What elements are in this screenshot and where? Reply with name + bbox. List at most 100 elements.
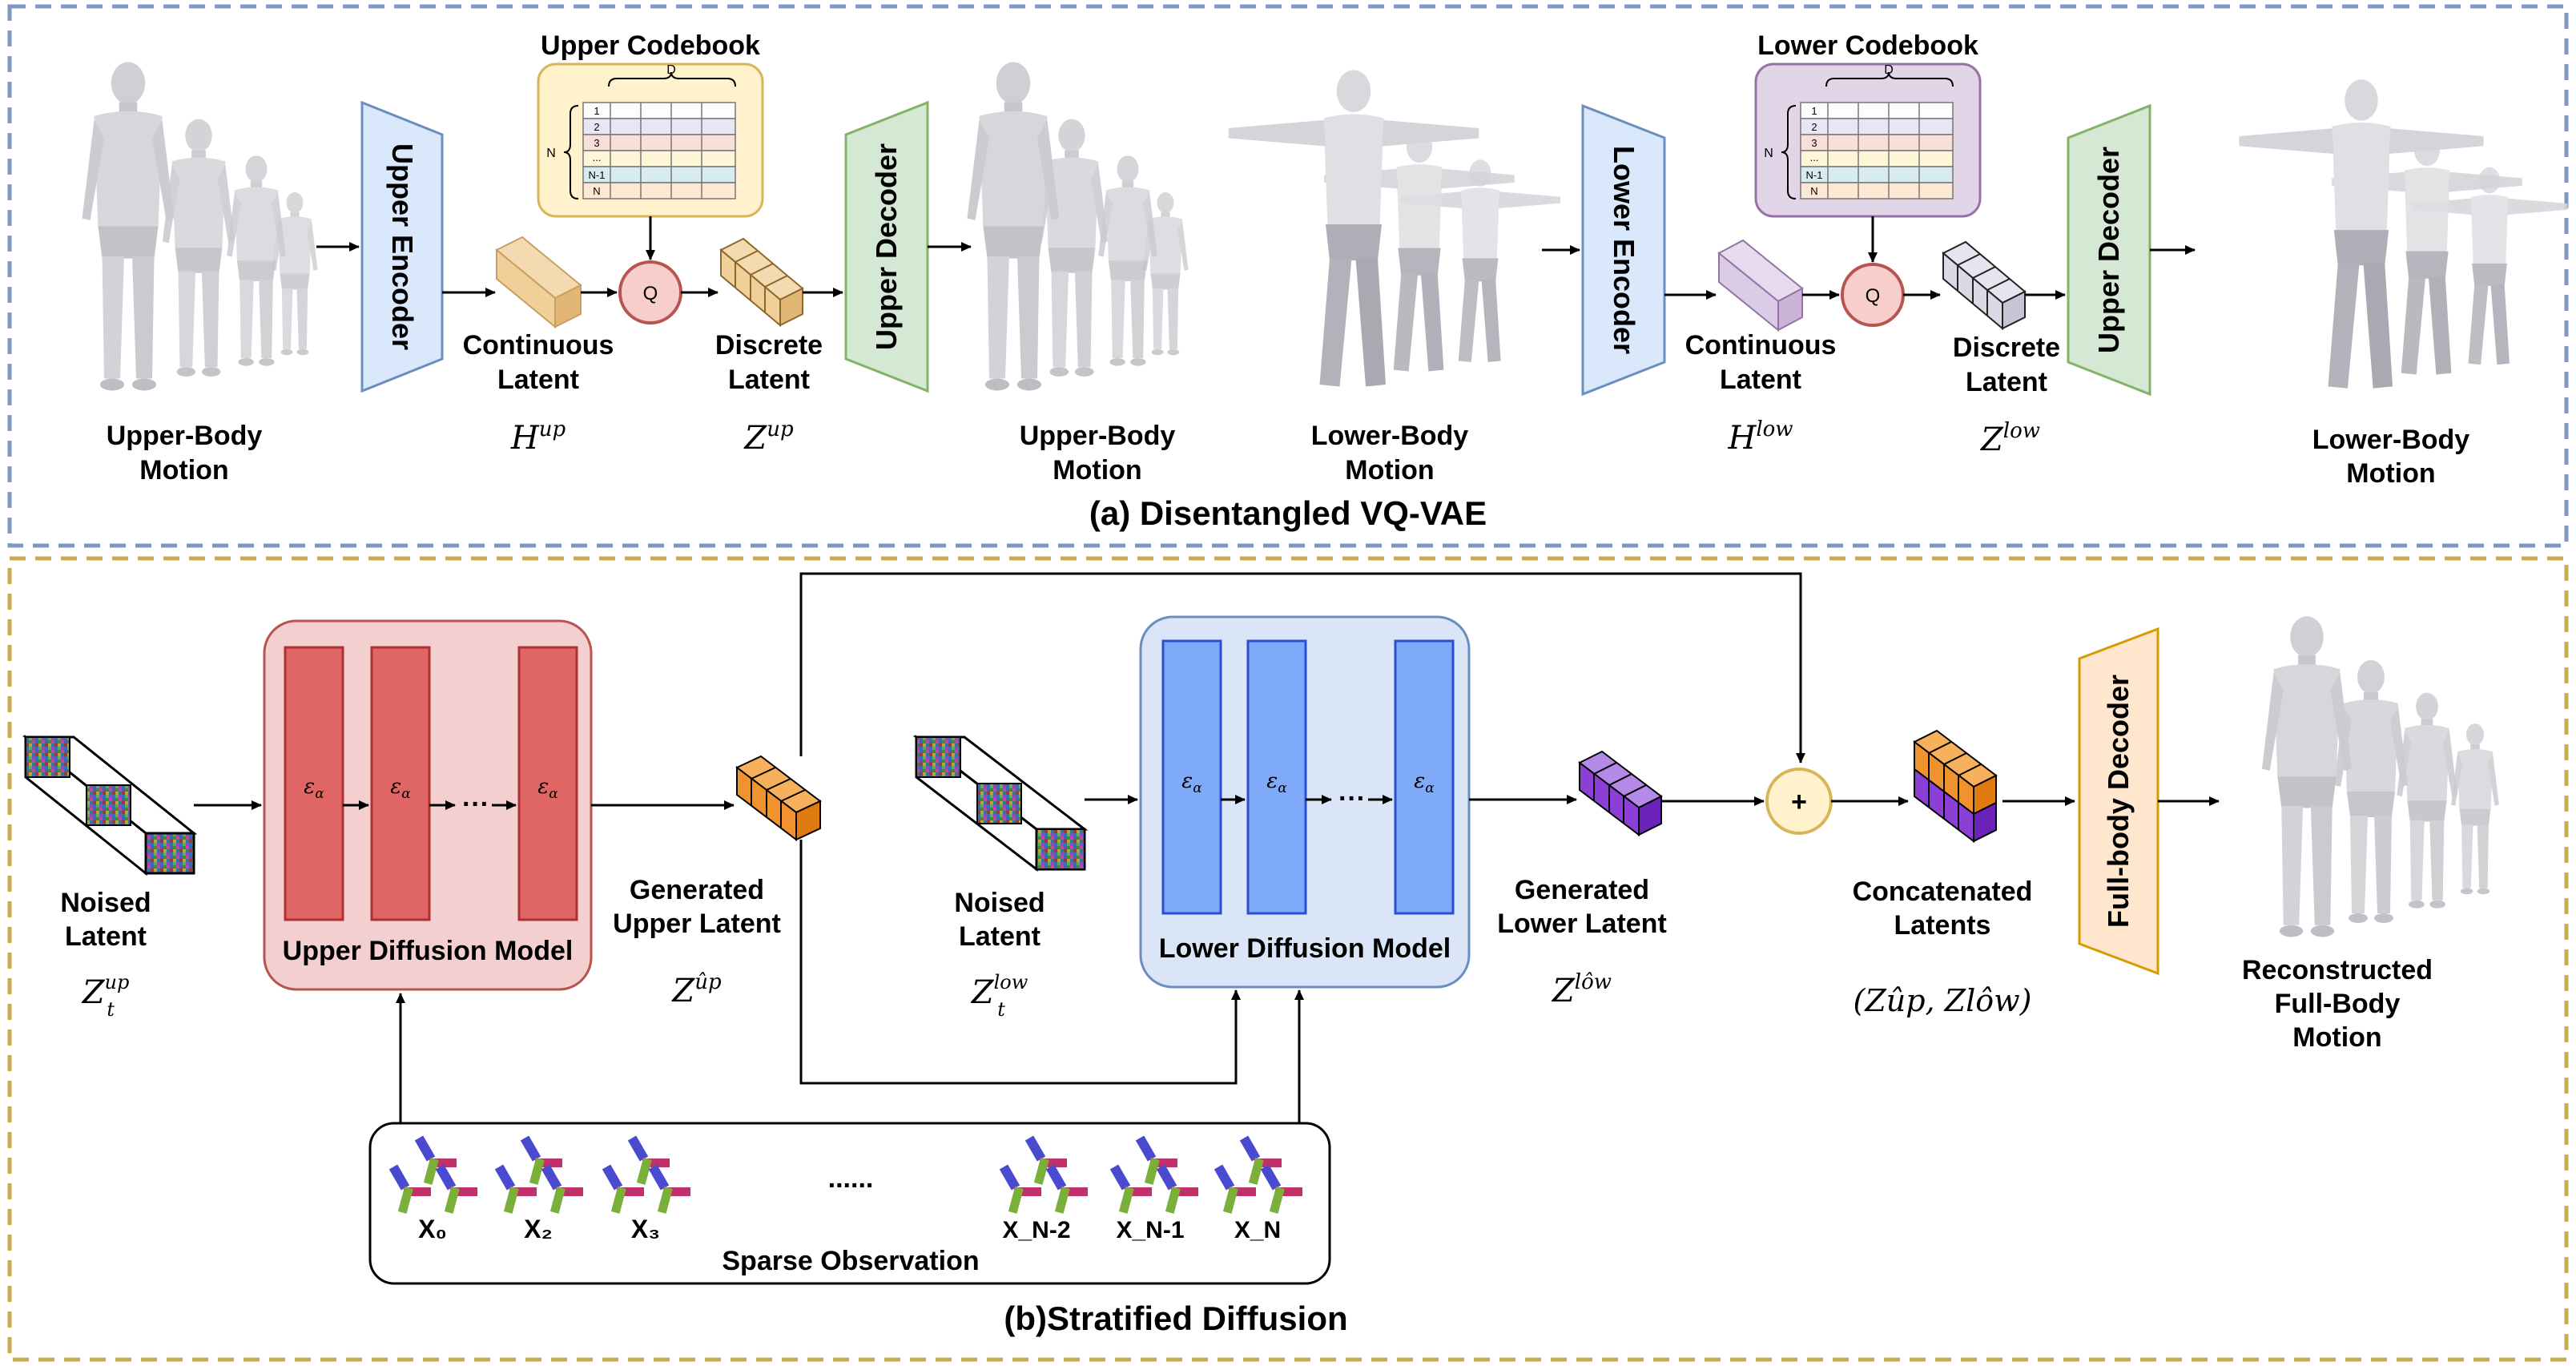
upper-discrete-latent-block: [719, 237, 804, 328]
lower-codebook-row-3: 3: [1811, 137, 1817, 149]
sparse-observation-title: Sparse Observation: [722, 1246, 979, 1276]
generated-lower-label-1: Generated: [1515, 875, 1649, 905]
upper-body-motion-input-figure: [82, 62, 318, 391]
upper-continuous-symbol: Hup: [510, 417, 566, 457]
upper-codebook-row-n-1: N-1: [589, 169, 606, 181]
upper-codebook-row-1: 1: [594, 105, 599, 117]
lower-model-dots: ···: [1338, 784, 1366, 814]
upper-discrete-label-2: Latent: [728, 365, 810, 395]
upper-decoder: [844, 100, 929, 393]
upper-quantizer-label: Q: [643, 283, 658, 304]
lower-eps-3: εα: [1414, 769, 1435, 796]
full-body-decoder: [2078, 627, 2159, 976]
upper-denoise-block-3: [517, 646, 578, 921]
lower-codebook: Lower Codebook D N 1 2 3 ... N-1 N: [1754, 30, 1982, 218]
upper-encoder: [360, 100, 444, 393]
reconstructed-label-1: Reconstructed: [2242, 955, 2433, 985]
upper-decoder-label: Upper Decoder: [870, 143, 903, 350]
upper-continuous-label-1: Continuous: [463, 330, 614, 361]
concatenated-label-1: Concatenated: [1853, 876, 2033, 907]
generated-upper-latent-block: [735, 755, 822, 842]
lower-discrete-label-2: Latent: [1966, 367, 2047, 397]
upper-codebook-row-dots: ...: [593, 151, 602, 163]
sparse-label-x3: X₃: [631, 1215, 660, 1243]
upper-noised-label-1: Noised: [60, 888, 151, 918]
lower-quantizer-label: Q: [1866, 285, 1881, 307]
concatenated-latents-block: [1913, 729, 1998, 844]
concat-plus-label: +: [1791, 787, 1807, 817]
lower-denoise-block-3: [1394, 639, 1455, 915]
sparse-observation-box: X₀ X₂ X₃ ...... X_N-2 X_N-1 X_N Sparse O…: [368, 1122, 1331, 1285]
panel-b-title: (b)Stratified Diffusion: [1004, 1300, 1347, 1337]
upper-noised-label-2: Latent: [65, 921, 147, 952]
lower-section-decoder-label: Upper Decoder: [2092, 147, 2125, 353]
lower-continuous-latent-block: [1717, 239, 1804, 332]
lower-body-motion-output-figure: [2239, 79, 2568, 389]
upper-encoder-label: Upper Encoder: [386, 143, 419, 350]
lower-discrete-label-1: Discrete: [1953, 332, 2060, 363]
lower-noised-latent-block: [912, 734, 1089, 872]
generated-lower-latent-block: [1578, 750, 1663, 837]
lower-body-motion-input-figure: [1228, 70, 1560, 387]
sparse-label-x2: X₂: [524, 1215, 553, 1243]
sparse-dots: ......: [828, 1163, 874, 1194]
upper-denoise-block-1: [284, 646, 344, 921]
generated-lower-symbol: Zlôw: [1551, 970, 1612, 1009]
lower-codebook-row-2: 2: [1811, 121, 1817, 133]
lower-discrete-latent-block: [1942, 240, 2027, 331]
upper-eps-1: εα: [304, 775, 324, 802]
upper-continuous-label-2: Latent: [497, 365, 579, 395]
lower-noised-label-2: Latent: [959, 921, 1040, 952]
lower-continuous-label-2: Latent: [1720, 365, 1801, 395]
panel-a-title: (a) Disentangled VQ-VAE: [1089, 494, 1487, 532]
lower-eps-1: εα: [1181, 769, 1202, 796]
panel-b-frame: [7, 556, 2569, 1362]
concatenated-label-2: Latents: [1894, 910, 1991, 941]
upper-codebook-row-2: 2: [594, 121, 599, 133]
lower-output-label-1: Lower-Body: [2312, 425, 2470, 455]
lower-encoder-label: Lower Encoder: [1608, 146, 1640, 354]
reconstructed-label-2: Full-Body: [2275, 989, 2401, 1019]
upper-codebook-row-3: 3: [594, 137, 599, 149]
lower-eps-2: εα: [1266, 769, 1287, 796]
concatenated-formula: (Zûp, Zlôw): [1854, 983, 2032, 1018]
connector-upper-latent-to-plus: [799, 572, 1805, 764]
lower-output-label-2: Motion: [2346, 458, 2435, 489]
upper-denoise-block-2: [370, 646, 431, 921]
lower-noised-label-1: Noised: [954, 888, 1044, 918]
sparse-label-xn: X_N: [1234, 1217, 1281, 1243]
reconstructed-label-3: Motion: [2292, 1022, 2381, 1053]
lower-diffusion-model: εα εα εα ··· Lower Diffusion Model: [1139, 615, 1471, 989]
lower-section-decoder: [2067, 103, 2151, 397]
upper-input-label-1: Upper-Body: [107, 421, 263, 451]
upper-discrete-label-1: Discrete: [715, 330, 823, 361]
upper-model-label: Upper Diffusion Model: [283, 936, 574, 966]
sparse-label-x0: X₀: [418, 1215, 447, 1243]
lower-codebook-row-dots: ...: [1810, 151, 1819, 163]
lower-input-label-1: Lower-Body: [1311, 421, 1469, 451]
connector-upper-latent-to-lower-model: [799, 840, 1241, 1085]
upper-diffusion-model: εα εα εα ··· Upper Diffusion Model: [263, 619, 593, 991]
generated-upper-symbol: Zûp: [670, 970, 722, 1009]
lower-encoder: [1581, 103, 1666, 397]
upper-continuous-latent-block: [495, 236, 582, 329]
full-body-decoder-label: Full-body Decoder: [2102, 675, 2135, 928]
lower-denoise-block-1: [1161, 639, 1222, 915]
lower-codebook-dim: D: [1884, 63, 1894, 77]
lower-continuous-label-1: Continuous: [1685, 330, 1837, 361]
upper-eps-2: εα: [390, 775, 411, 802]
lower-codebook-n: N: [1764, 147, 1773, 160]
upper-discrete-symbol: Zup: [743, 417, 794, 457]
generated-upper-label-2: Upper Latent: [613, 909, 781, 939]
lower-codebook-title: Lower Codebook: [1757, 30, 1978, 61]
sparse-label-xn-1: X_N-1: [1116, 1217, 1184, 1243]
upper-codebook-n: N: [546, 147, 556, 160]
upper-eps-3: εα: [537, 775, 558, 802]
upper-output-label-1: Upper-Body: [1020, 421, 1176, 451]
generated-upper-label-1: Generated: [630, 875, 764, 905]
lower-continuous-symbol: Hlow: [1727, 417, 1793, 457]
lower-denoise-block-2: [1246, 639, 1307, 915]
upper-model-dots: ···: [462, 789, 489, 820]
